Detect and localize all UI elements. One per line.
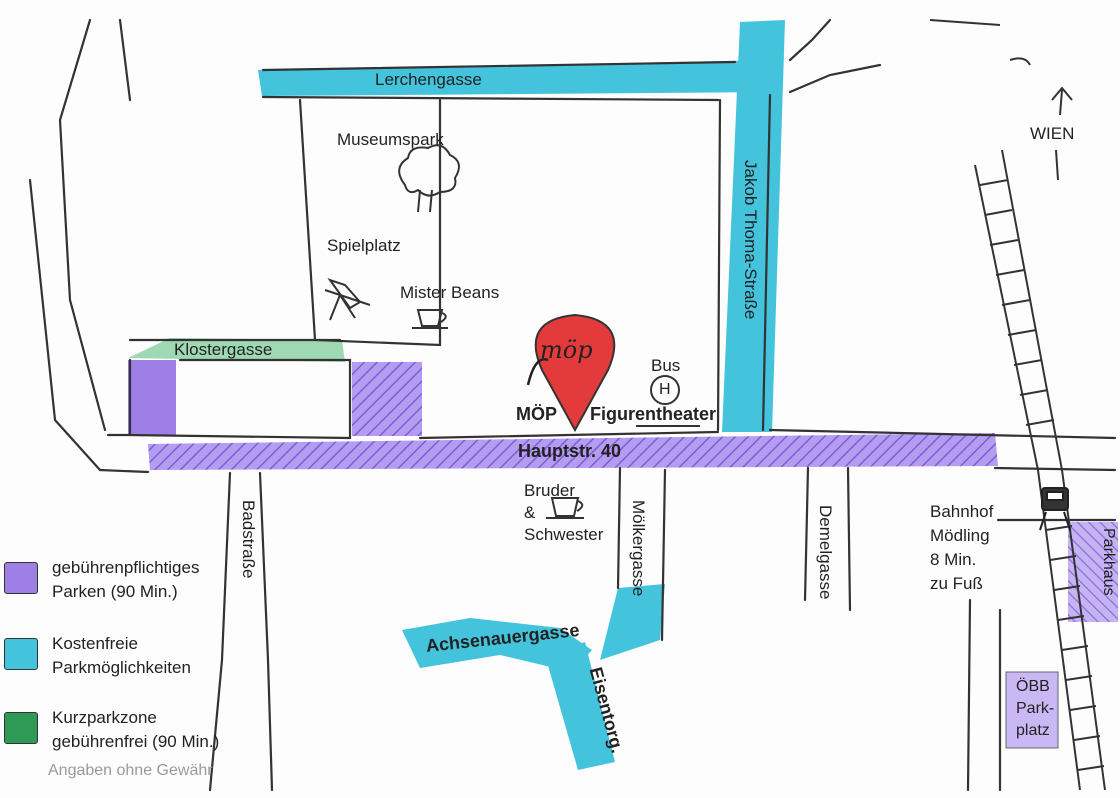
paid-parking-center	[352, 362, 422, 436]
klostergasse-short-zone	[128, 338, 345, 362]
mister-beans-label: Mister Beans	[400, 283, 500, 302]
achsenauergasse-free-zone	[402, 618, 592, 672]
disclaimer: Angaben ohne Gewähr	[48, 762, 213, 779]
paid-parking-left	[128, 360, 176, 435]
north-arrow-icon	[1051, 86, 1073, 181]
legend-text-paid: gebührenpflichtiges Parken (90 Min.)	[52, 558, 200, 601]
klostergasse-label: Klostergasse	[174, 340, 273, 359]
bahnhof-label: Bahnhof Mödling 8 Min. zu Fuß	[930, 502, 994, 593]
figurentheater-label: Figurentheater	[590, 404, 717, 424]
jakob-thoma-label: Jakob Thoma-Straße	[741, 160, 760, 320]
legend-text-shortterm: Kurzparkzone gebührenfrei (90 Min.)	[52, 708, 220, 751]
legend-swatch-shortterm	[4, 712, 38, 744]
museumspark-label: Museumspark	[337, 130, 444, 149]
legend-item-shortterm: Kurzparkzone gebührenfrei (90 Min.)	[4, 706, 254, 756]
railway	[974, 149, 1106, 791]
lerchengasse-free-zone	[258, 60, 780, 96]
lerchengasse-label: Lerchengasse	[375, 70, 482, 89]
bus-label: Bus	[651, 356, 681, 375]
spielplatz-label: Spielplatz	[327, 236, 401, 255]
bruder-schwester-label: Bruder & Schwester	[524, 481, 604, 544]
bus-stop-icon	[636, 375, 700, 427]
pin-logo: möp	[540, 336, 593, 364]
swing-icon	[324, 278, 371, 321]
moep-label: MÖP	[516, 404, 558, 424]
legend-swatch-free	[4, 638, 38, 670]
bus-stop-symbol: H	[659, 381, 671, 398]
eisentorg-free-zone	[545, 642, 615, 770]
legend-text-free: Kostenfreie Parkmöglichkeiten	[52, 634, 191, 677]
wien-label: WIEN	[1030, 124, 1075, 143]
hauptstrasse-label: Hauptstr. 40	[518, 441, 622, 461]
legend-item-free: Kostenfreie Parkmöglichkeiten	[4, 632, 254, 682]
moelkergasse-free-zone	[600, 584, 665, 660]
demelgasse-label: Demelgasse	[816, 505, 835, 600]
tree-icon	[398, 144, 460, 213]
moelkergasse-label: Mölkergasse	[629, 500, 648, 597]
coffee-cup-icon	[546, 497, 584, 519]
oebb-parkplatz-label: ÖBB Park- platz	[1016, 678, 1055, 739]
parkhaus-label: Parkhaus	[1100, 528, 1117, 596]
legend-item-paid: gebührenpflichtiges Parken (90 Min.)	[4, 556, 254, 606]
legend-swatch-paid	[4, 562, 38, 594]
map-pin-icon	[526, 313, 616, 433]
train-icon	[1039, 487, 1071, 531]
oebb-parkplatz-zone	[1005, 671, 1059, 749]
coffee-cup-icon	[412, 309, 448, 329]
hauptstrasse-paid-zone	[148, 433, 998, 470]
